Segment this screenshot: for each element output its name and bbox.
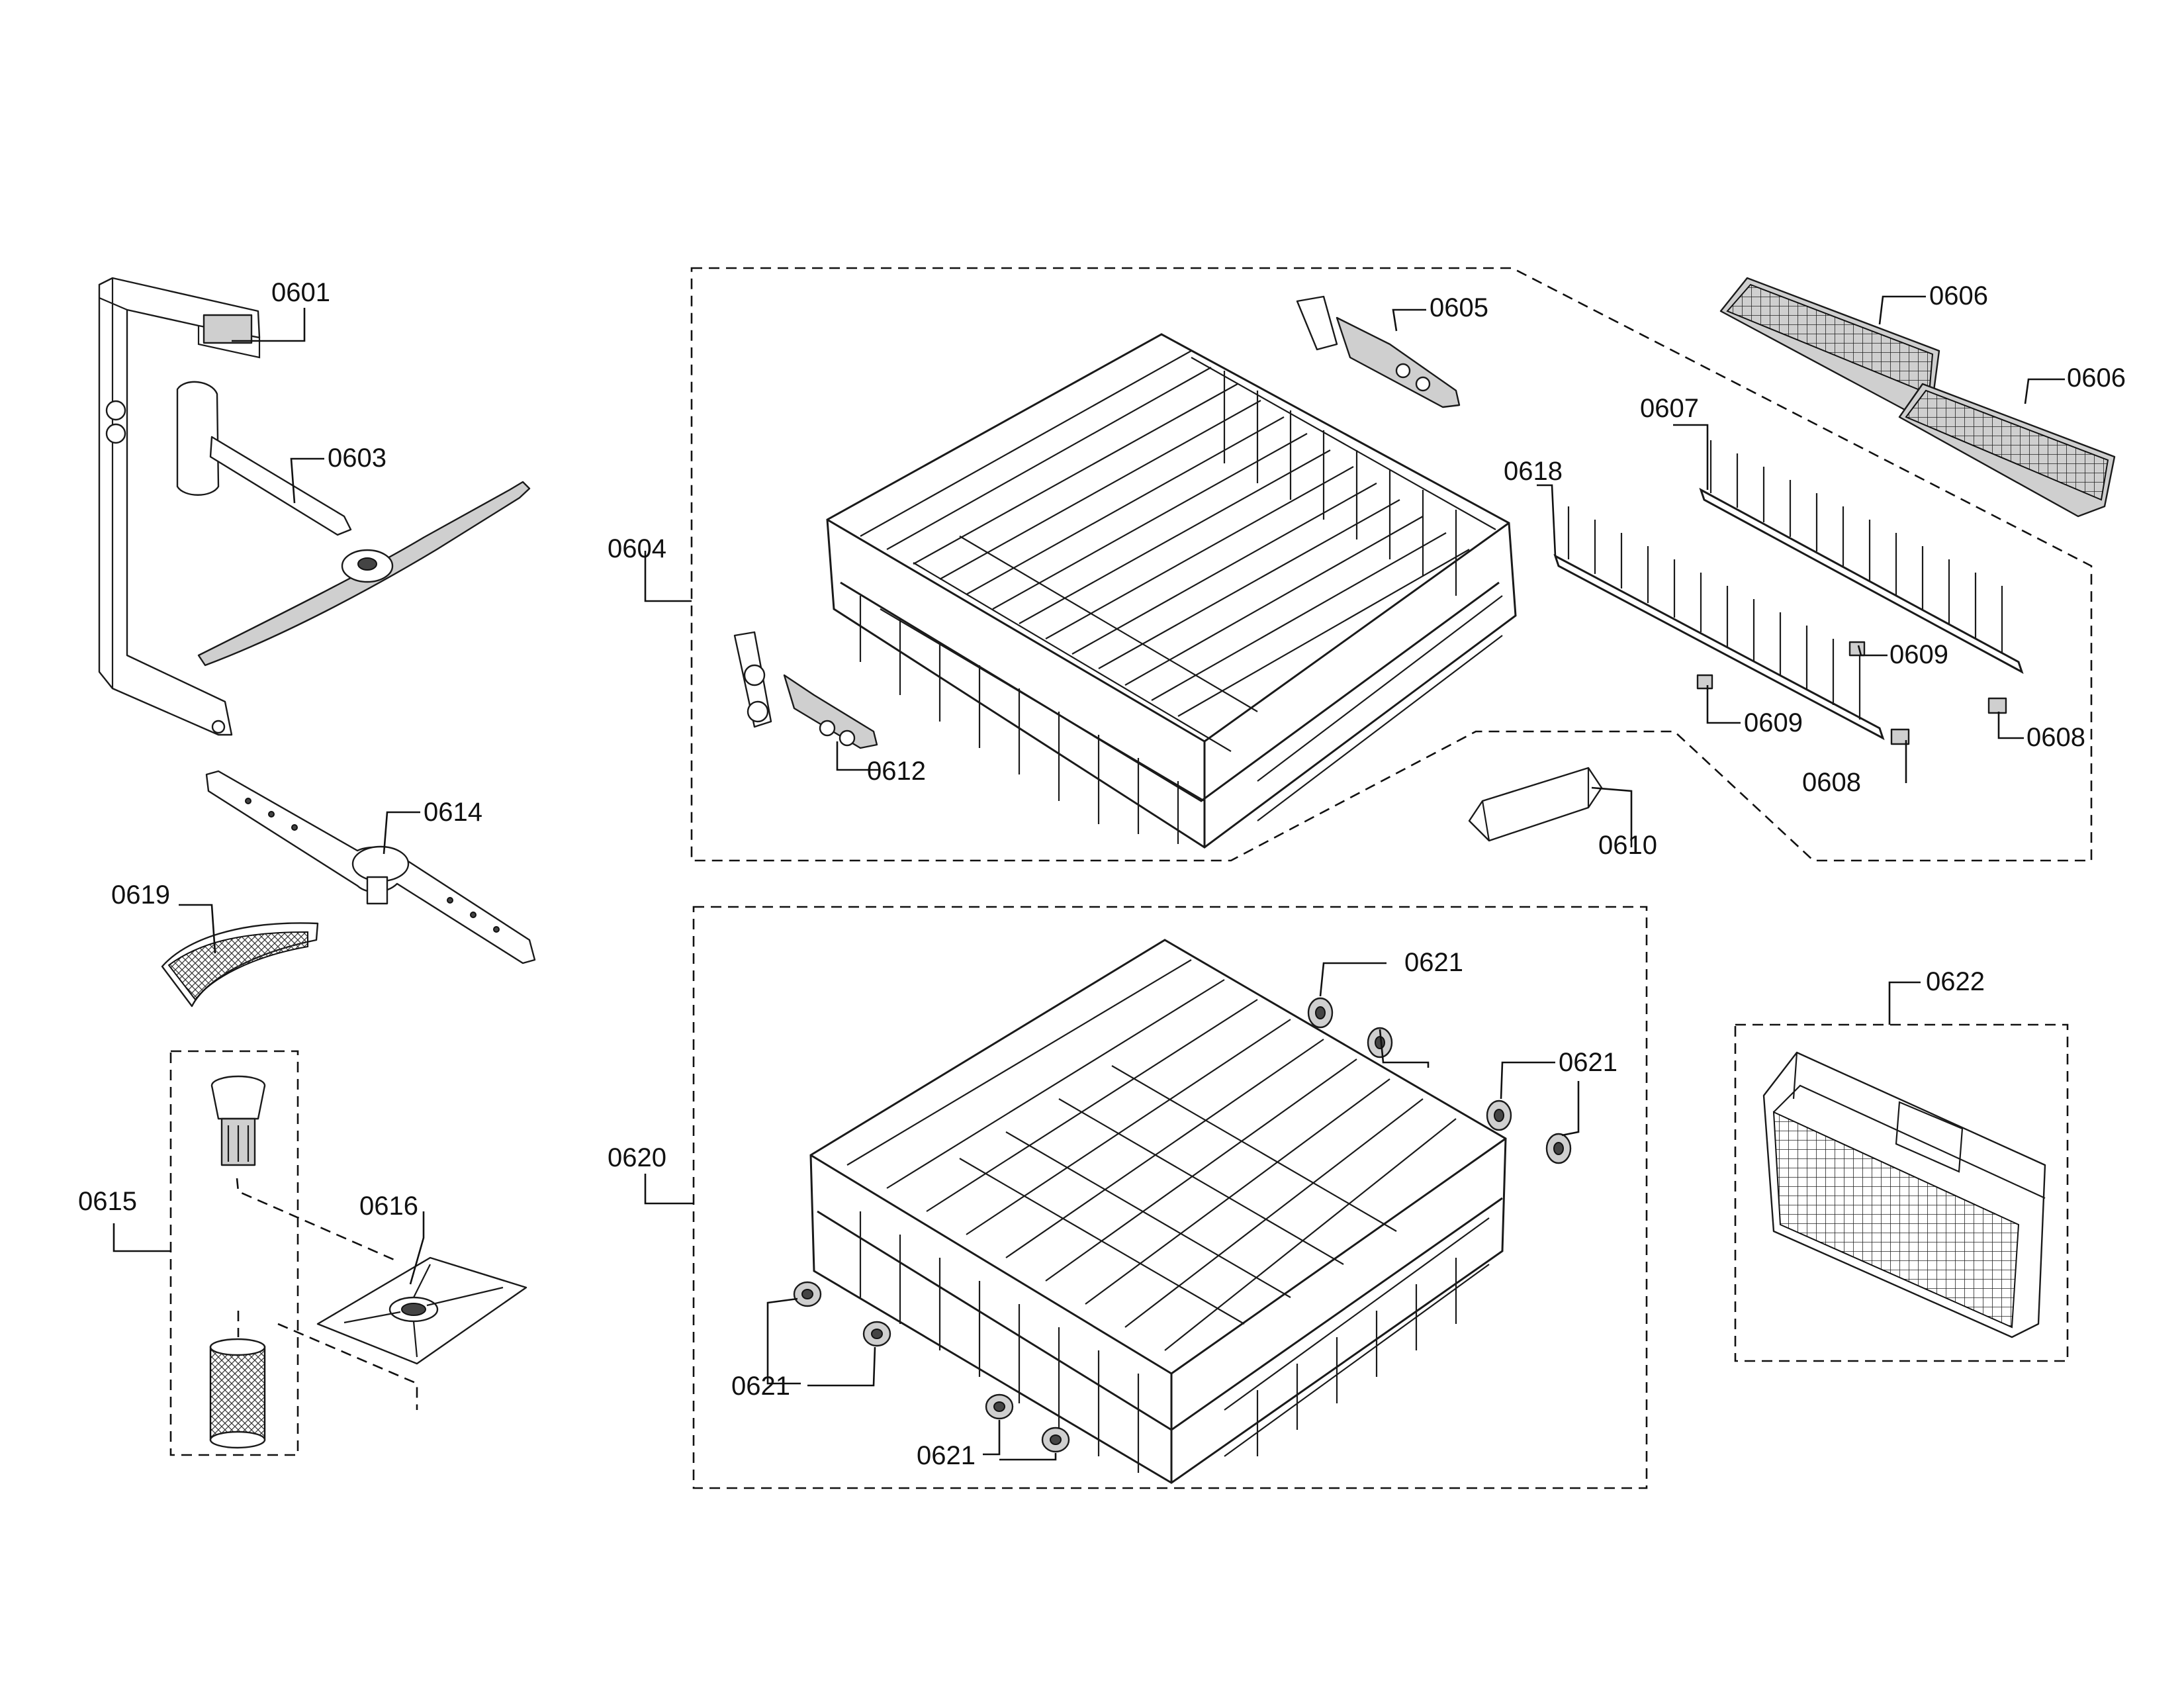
- label-0618: 0618: [1504, 457, 1563, 486]
- clip-0609-lower-part: [1696, 674, 1713, 690]
- label-0621-c: 0621: [731, 1372, 790, 1401]
- label-0622: 0622: [1926, 967, 1985, 996]
- label-0601: 0601: [271, 278, 330, 307]
- label-0603: 0603: [328, 444, 387, 473]
- label-0610: 0610: [1598, 831, 1657, 860]
- leader-lines: [113, 295, 2065, 1461]
- label-0608-b: 0608: [2026, 723, 2085, 752]
- label-0605: 0605: [1430, 293, 1488, 322]
- label-0604: 0604: [608, 534, 666, 563]
- micro-filter-part: [210, 1075, 266, 1166]
- supply-pipe-part: [98, 277, 261, 736]
- label-0614: 0614: [424, 798, 482, 827]
- clip-0608-right-part: [1987, 697, 2007, 714]
- label-0619: 0619: [111, 880, 170, 910]
- clip-0608-lower-part: [1890, 728, 1910, 745]
- sump-plate-part: [316, 1256, 527, 1365]
- label-0616: 0616: [359, 1192, 418, 1221]
- rack-adjuster-left-part: [733, 631, 878, 749]
- tine-row-back-part: [1699, 440, 2024, 675]
- label-0612: 0612: [867, 757, 926, 786]
- cutlery-basket-part: [1762, 1051, 2046, 1338]
- label-0615: 0615: [78, 1187, 137, 1216]
- label-0609-a: 0609: [1889, 640, 1948, 669]
- cup-rack-part-1: [1719, 277, 1940, 412]
- filter-cover-part: [161, 922, 319, 1008]
- upper-spray-arm-part: [176, 381, 531, 667]
- rack-adjuster-right-part: [1296, 295, 1461, 408]
- label-0621-b: 0621: [1559, 1048, 1617, 1077]
- label-0606-a: 0606: [1929, 281, 1988, 310]
- filter-alignment-lines: [236, 1178, 418, 1410]
- clip-0609-upper-part: [1848, 641, 1866, 657]
- cutlery-basket-group-border: [1734, 1023, 2069, 1362]
- cylinder-filter-part: [209, 1338, 266, 1449]
- filter-group-border: [169, 1050, 299, 1456]
- lower-rack-group-border: [692, 906, 1648, 1489]
- label-0608-a: 0608: [1802, 768, 1861, 797]
- upper-rack-part: [826, 333, 1517, 849]
- lower-spray-arm-part: [205, 770, 536, 964]
- label-0609-b: 0609: [1744, 708, 1803, 737]
- roller-parts: [793, 997, 1572, 1453]
- label-0607: 0607: [1640, 394, 1699, 423]
- label-0621-d: 0621: [917, 1441, 976, 1470]
- label-0620: 0620: [608, 1143, 666, 1172]
- accessory-tray-part: [1468, 767, 1603, 842]
- tine-row-front-part: [1553, 506, 1885, 741]
- lower-rack-part: [809, 939, 1507, 1484]
- label-0621-a: 0621: [1404, 948, 1463, 977]
- label-0606-b: 0606: [2067, 363, 2126, 393]
- cup-rack-part-2: [1898, 383, 2116, 518]
- upper-rack-group-border: [690, 267, 2093, 862]
